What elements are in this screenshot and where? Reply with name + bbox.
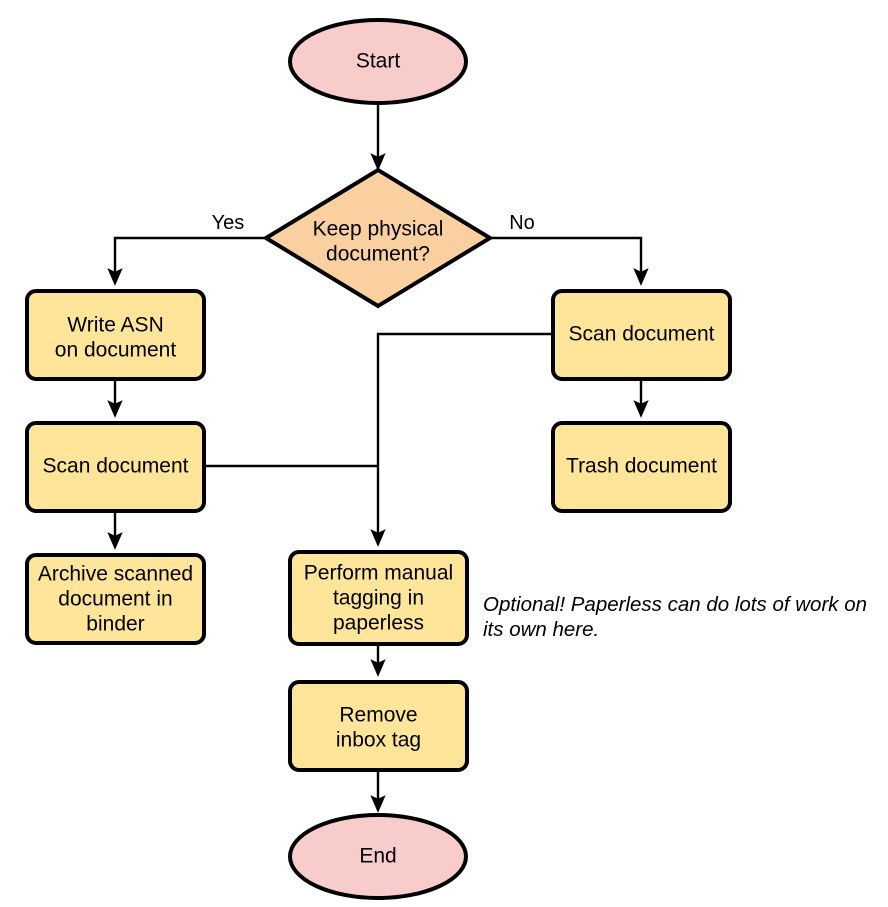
- tagging-label-line1: Perform manual: [304, 562, 453, 585]
- decision-diamond-shape: [262, 167, 494, 309]
- scan-left-label: Scan document: [43, 455, 189, 478]
- archive-box-shape: [25, 553, 206, 645]
- node-archive-scanned-document[interactable]: Archive scanned document in binder: [25, 553, 206, 645]
- node-scan-document-right[interactable]: Scan document: [551, 289, 732, 381]
- edge-decision-no-to-scan-right: [490, 236, 649, 286]
- tagging-label-line2: tagging in: [333, 587, 424, 610]
- remove-inbox-box-shape: [288, 680, 469, 772]
- optional-note-line2: its own here.: [483, 618, 599, 641]
- end-label: End: [359, 845, 396, 868]
- scan-right-label: Scan document: [569, 323, 715, 346]
- write-asn-box-shape: [25, 289, 206, 381]
- optional-note-line1: Optional! Paperless can do lots of work …: [483, 593, 867, 616]
- archive-label-line2: document in: [58, 588, 172, 611]
- edge-scan-right-to-tagging: [370, 332, 553, 547]
- edge-label-no: No: [509, 212, 535, 234]
- start-label: Start: [356, 50, 401, 73]
- scan-right-box-shape: [551, 289, 732, 381]
- node-scan-document-left[interactable]: Scan document: [25, 421, 206, 513]
- trash-label: Trash document: [566, 455, 717, 478]
- edge-decision-yes-to-write-asn: [107, 236, 266, 286]
- remove-inbox-label-line2: inbox tag: [336, 729, 421, 752]
- node-decision-keep-physical-document[interactable]: Keep physical document?: [262, 167, 494, 309]
- start-ellipse-shape: [288, 18, 468, 105]
- archive-label-line3: binder: [86, 613, 144, 636]
- node-perform-manual-tagging[interactable]: Perform manual tagging in paperless: [288, 550, 469, 646]
- scan-left-box-shape: [25, 421, 206, 513]
- node-remove-inbox-tag[interactable]: Remove inbox tag: [288, 680, 469, 772]
- node-trash-document[interactable]: Trash document: [551, 421, 732, 513]
- write-asn-label-line1: Write ASN: [67, 314, 163, 337]
- write-asn-label-line2: on document: [55, 339, 177, 362]
- decision-label-line2: document?: [326, 243, 430, 266]
- trash-box-shape: [551, 421, 732, 513]
- node-start[interactable]: Start: [288, 18, 468, 105]
- remove-inbox-label-line1: Remove: [339, 704, 417, 727]
- archive-label-line1: Archive scanned: [38, 563, 193, 586]
- node-write-asn[interactable]: Write ASN on document: [25, 289, 206, 381]
- decision-label-line1: Keep physical: [313, 218, 444, 241]
- edge-label-yes: Yes: [212, 212, 245, 234]
- tagging-label-line3: paperless: [333, 612, 424, 635]
- tagging-box-shape: [288, 550, 469, 646]
- node-end[interactable]: End: [288, 813, 468, 900]
- end-ellipse-shape: [288, 813, 468, 900]
